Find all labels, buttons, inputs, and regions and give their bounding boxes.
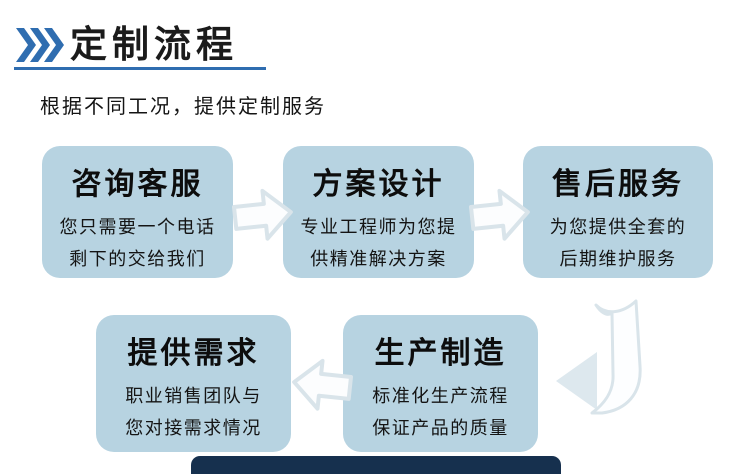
flow-arrow-bend-down-left-icon (556, 299, 642, 415)
flow-step-title: 提供需求 (127, 337, 260, 370)
flow-step-production: 生产制造 标准化生产流程 保证产品的质量 (343, 315, 538, 452)
title-underline (14, 67, 266, 70)
flow-step-title: 咨询客服 (71, 168, 204, 201)
flow-step-title: 生产制造 (374, 337, 507, 370)
flow-step-title: 方案设计 (312, 168, 445, 201)
flow-step-desc: 专业工程师为您提 供精准解决方案 (300, 217, 457, 269)
flow-step-design: 方案设计 专业工程师为您提 供精准解决方案 (283, 146, 474, 278)
triple-chevron-icon (16, 28, 64, 62)
flow-step-desc: 您只需要一个电话 剩下的交给我们 (59, 217, 216, 269)
page-title: 定制流程 (70, 24, 238, 65)
flow-step-desc: 职业销售团队与 您对接需求情况 (125, 386, 262, 438)
flow-step-desc: 为您提供全套的 后期维护服务 (549, 217, 687, 269)
flow-step-aftersales: 售后服务 为您提供全套的 后期维护服务 (523, 146, 713, 278)
flow-step-requirements: 提供需求 职业销售团队与 您对接需求情况 (96, 315, 291, 452)
section-subtitle: 根据不同工况，提供定制服务 (40, 96, 326, 118)
flow-arrow-right-icon (469, 188, 530, 241)
flow-step-desc: 标准化生产流程 保证产品的质量 (372, 386, 509, 438)
flow-arrow-left-icon (292, 358, 353, 411)
flow-step-title: 售后服务 (552, 168, 684, 201)
next-section-banner (191, 456, 561, 474)
flow-arrow-right-icon (232, 188, 293, 241)
flow-step-consult: 咨询客服 您只需要一个电话 剩下的交给我们 (42, 146, 233, 278)
